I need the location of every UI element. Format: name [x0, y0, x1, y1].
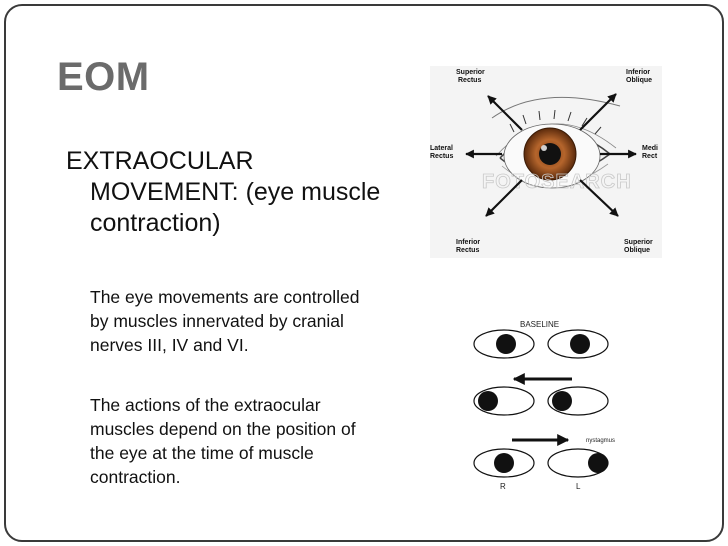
watermark: FOTOSEARCH	[482, 171, 632, 193]
left-eye-label: L	[576, 482, 581, 491]
main-bullet-line: EXTRAOCULAR	[66, 147, 254, 175]
label-superior-rectus: Superior Rectus	[456, 69, 487, 84]
baseline-eyes	[473, 329, 609, 359]
baseline-label: BASELINE	[520, 320, 559, 329]
eyes-looking-left	[473, 448, 609, 478]
main-bullet: EXTRAOCULAR MOVEMENT: (eye muscle contra…	[66, 146, 411, 239]
label-inferior-rectus: Inferior Rectus	[456, 239, 482, 254]
paragraph-muscle-actions: The actions of the extraocular muscles d…	[90, 393, 410, 489]
main-bullet-line: contraction)	[90, 209, 221, 237]
slide-title: EOM	[57, 55, 150, 99]
label-medial-rectus: Medi Rect	[642, 145, 660, 160]
paragraph-line: the eye at the time of muscle	[90, 443, 314, 463]
label-lateral-rectus: Lateral Rectus	[430, 145, 455, 160]
paragraph-line: contraction.	[90, 467, 181, 487]
right-eye-label: R	[500, 482, 506, 491]
paragraph-line: by muscles innervated by cranial	[90, 311, 344, 331]
paragraph-line: nerves III, IV and VI.	[90, 335, 249, 355]
paragraph-line: The actions of the extraocular	[90, 395, 321, 415]
label-superior-oblique: Superior Oblique	[624, 239, 655, 254]
eye-position-diagram: BASELINE nystagmus R L	[473, 320, 615, 491]
paragraph-line: muscles depend on the position of	[90, 419, 356, 439]
paragraph-line: The eye movements are controlled	[90, 287, 360, 307]
main-bullet-line: MOVEMENT: (eye muscle	[90, 178, 381, 206]
muscle-direction-arrows	[465, 93, 637, 217]
label-inferior-oblique: Inferior Oblique	[626, 69, 652, 84]
eye-illustration	[491, 96, 621, 189]
eye-muscle-diagram: FOTOSEARCH Superior Rectus Inferior Obli…	[430, 66, 662, 258]
eyes-looking-right	[473, 386, 609, 416]
paragraph-innervation: The eye movements are controlled by musc…	[90, 285, 410, 357]
nystagmus-label: nystagmus	[586, 438, 615, 444]
